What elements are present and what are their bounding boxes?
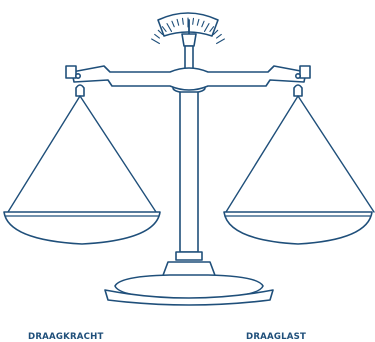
gauge-tick <box>152 39 160 44</box>
right-scale-pan <box>224 85 374 244</box>
base <box>105 275 273 305</box>
label-right-draaglast: DRAAGLAST <box>246 332 306 342</box>
balance-beam <box>66 66 310 90</box>
gauge-tick <box>183 18 184 24</box>
gauge-tick <box>217 39 225 44</box>
gauge-tick <box>193 18 194 24</box>
gauge-tick <box>155 34 160 38</box>
gauge-dial <box>152 13 225 46</box>
left-scale-pan <box>4 85 160 244</box>
label-left-draagkracht: DRAAGKRACHT <box>28 332 104 342</box>
gauge-tick <box>217 34 222 38</box>
